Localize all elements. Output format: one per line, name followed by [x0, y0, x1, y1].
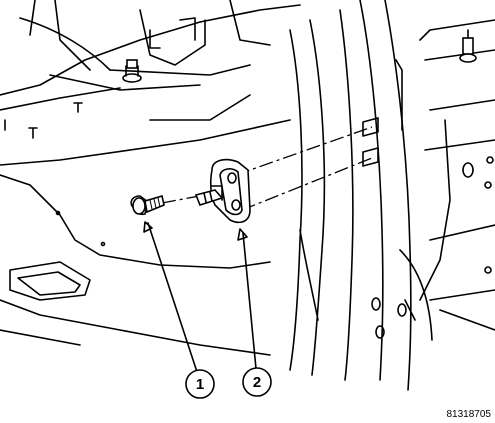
leader-lines — [143, 221, 258, 382]
door-pillar — [289, 0, 412, 391]
alignment-lines — [161, 126, 373, 211]
callout-2-number: 2 — [253, 374, 261, 391]
callout-2: 2 — [242, 367, 272, 397]
door-striker — [194, 158, 251, 224]
callout-1-number: 1 — [196, 376, 204, 393]
figure-id: 81318705 — [446, 409, 492, 420]
bolt — [130, 194, 165, 216]
right-panel — [399, 19, 495, 341]
upper-left-panel — [0, 0, 301, 139]
callout-1: 1 — [185, 369, 215, 399]
floor-sill — [0, 94, 291, 356]
